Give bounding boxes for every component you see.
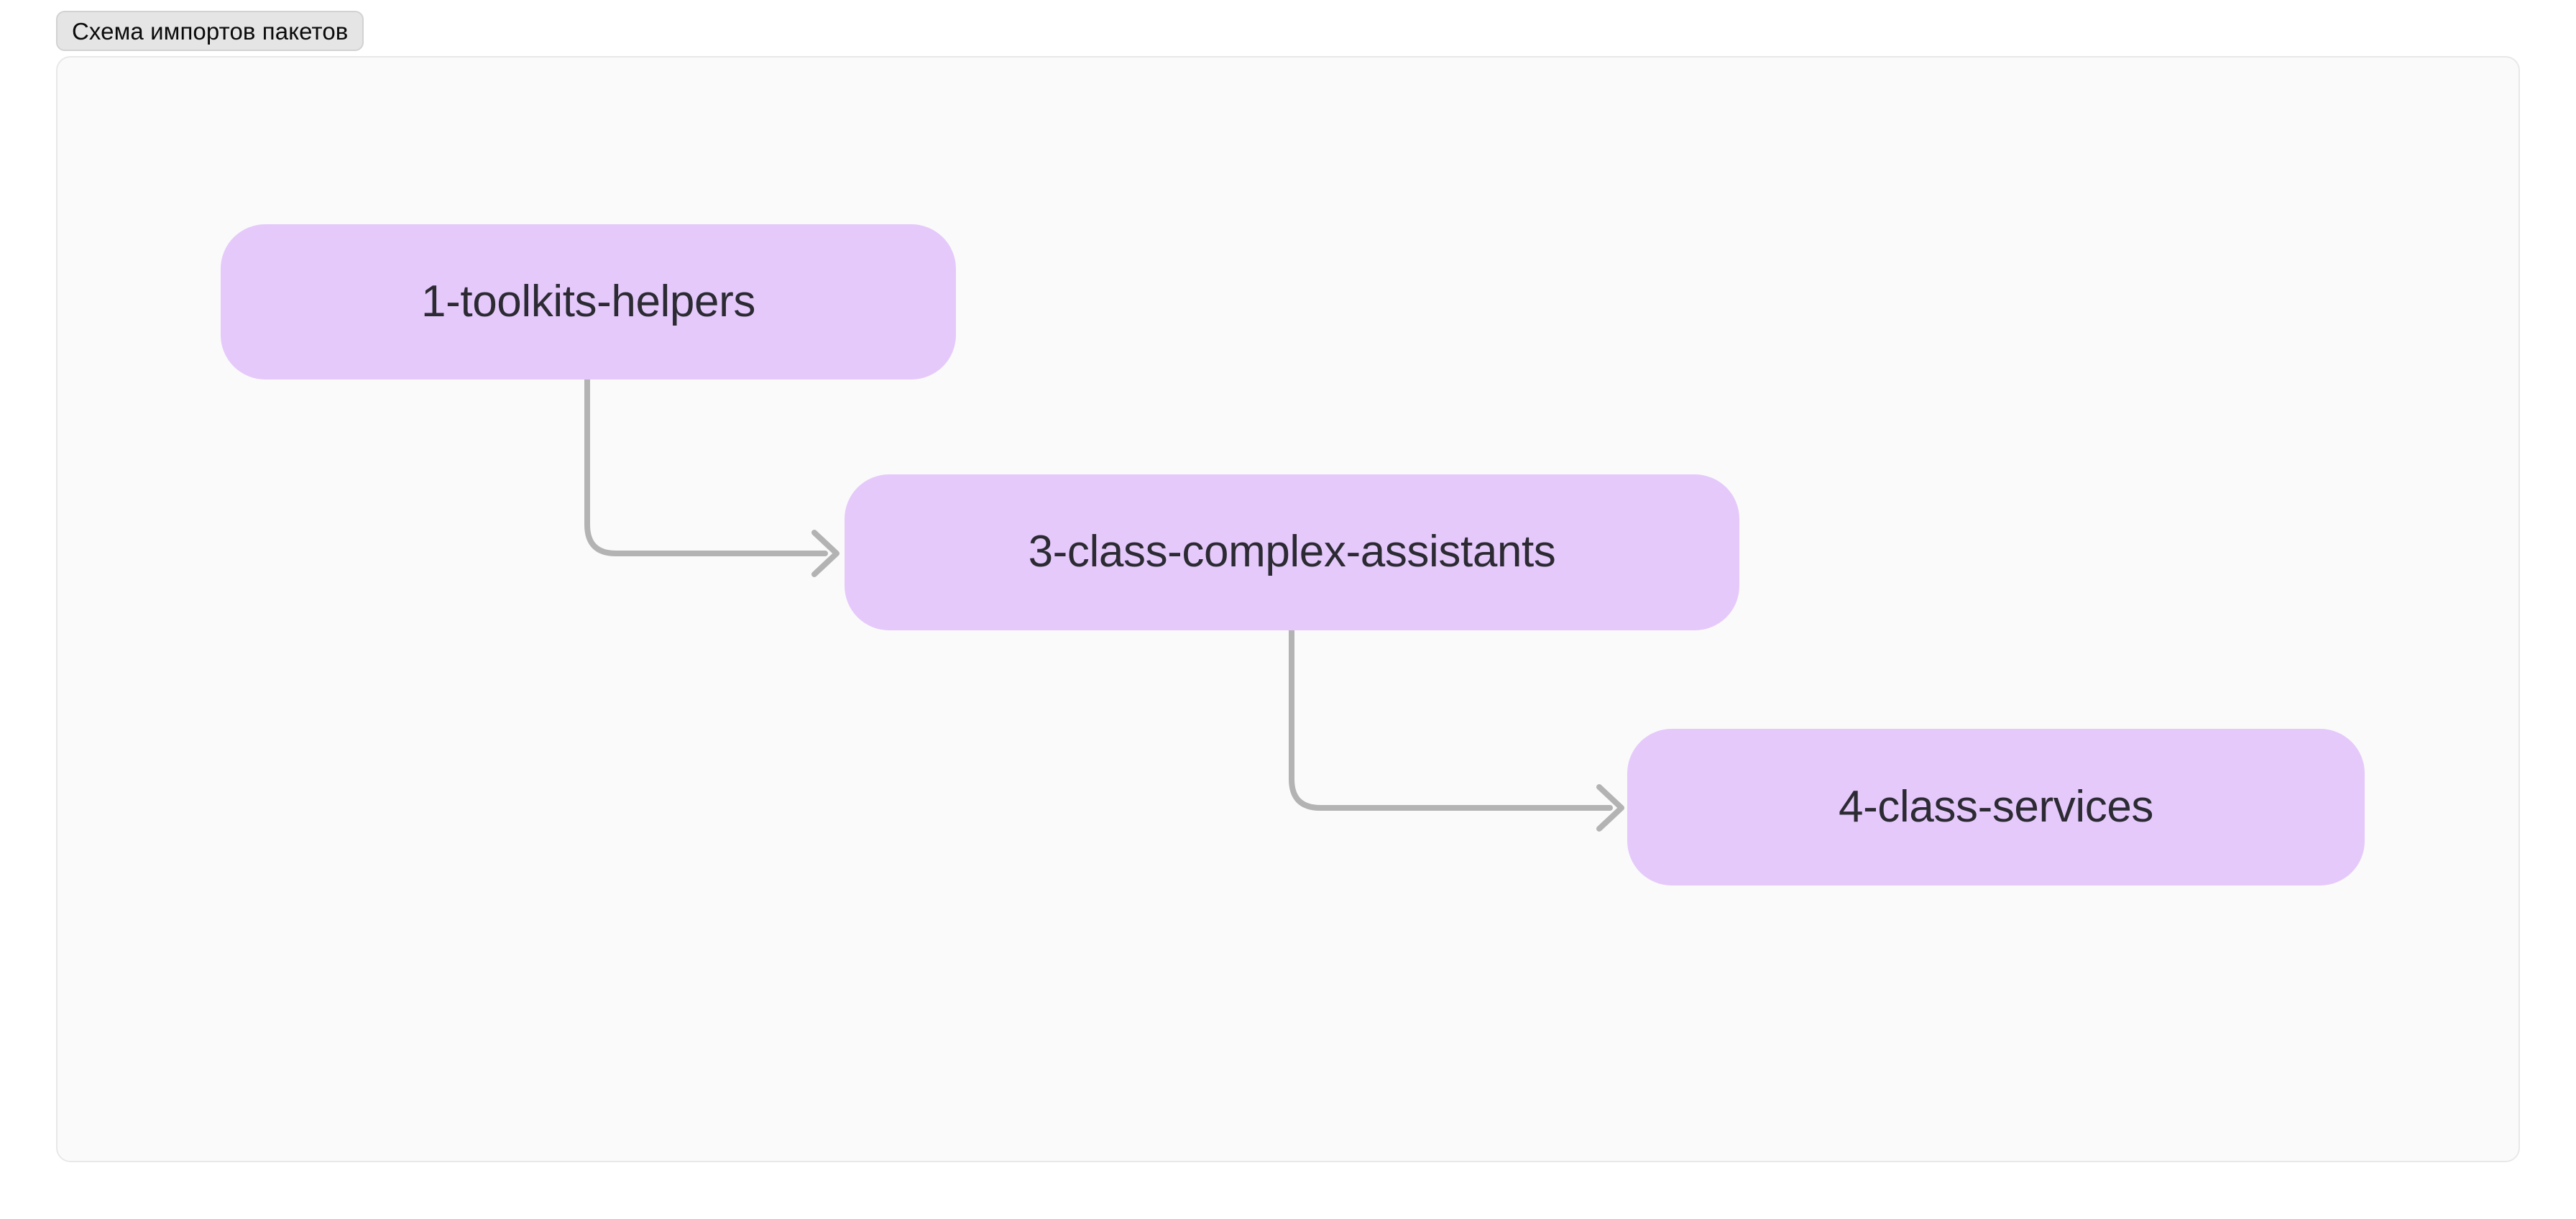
node-1-toolkits-helpers[interactable]: 1-toolkits-helpers <box>221 224 956 380</box>
node-4-class-services[interactable]: 4-class-services <box>1627 729 2365 886</box>
node-3-class-complex-assistants[interactable]: 3-class-complex-assistants <box>845 474 1739 630</box>
node-label: 1-toolkits-helpers <box>421 276 755 326</box>
tab-label: Схема импортов пакетов <box>72 17 349 45</box>
node-label: 3-class-complex-assistants <box>1028 527 1556 577</box>
arrowhead-icon <box>1596 784 1624 832</box>
edge-path <box>1289 627 1613 811</box>
tab-diagram-title[interactable]: Схема импортов пакетов <box>56 11 364 51</box>
edge-path <box>584 377 828 556</box>
diagram-canvas[interactable]: 1-toolkits-helpers 3-class-complex-assis… <box>56 56 2520 1162</box>
arrowhead-icon <box>811 530 840 577</box>
edge-toolkits-to-complex-assistants <box>584 377 840 577</box>
edge-complex-assistants-to-class-services <box>1289 627 1624 832</box>
tab-bar: Схема импортов пакетов <box>0 0 2576 60</box>
node-label: 4-class-services <box>1838 781 2153 832</box>
